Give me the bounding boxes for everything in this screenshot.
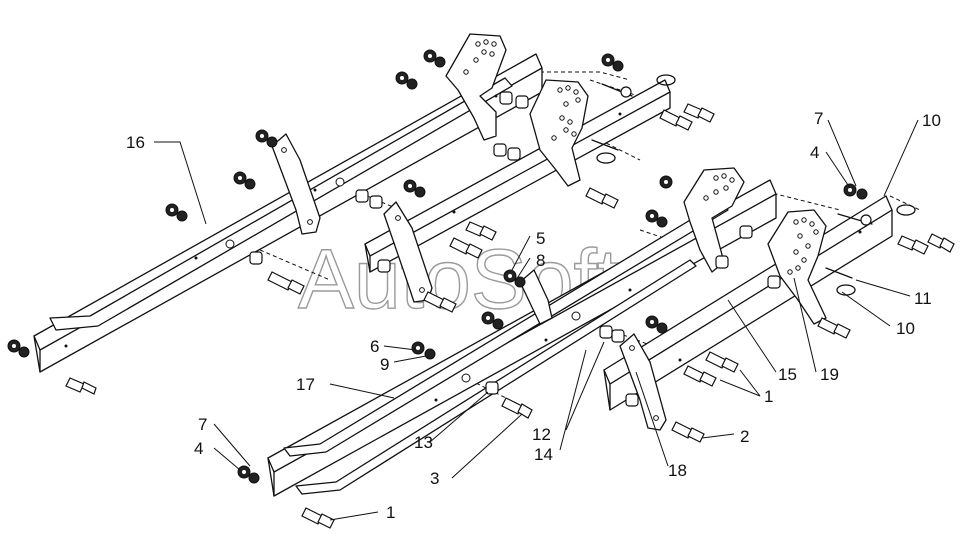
callout-1-right: 1 (764, 387, 773, 406)
nut (656, 216, 668, 228)
bolt (817, 317, 851, 339)
bolt (705, 351, 739, 373)
bolt (301, 507, 335, 529)
bracket-8 (519, 269, 553, 325)
plate-upper-left (445, 33, 507, 141)
bolt (65, 377, 97, 395)
plate-19 (767, 209, 827, 325)
nut (237, 465, 251, 479)
bolt (683, 103, 715, 123)
nuts (7, 49, 868, 484)
callout-7-right: 7 (814, 109, 823, 128)
nut (244, 178, 256, 190)
callout-7-left: 7 (198, 415, 207, 434)
bolt (585, 187, 619, 209)
nut (424, 348, 436, 360)
nut (423, 49, 437, 63)
nut (414, 186, 426, 198)
pins (591, 74, 916, 296)
bolt (449, 237, 483, 259)
nut (233, 171, 247, 185)
bolt (683, 365, 717, 387)
nut (503, 269, 517, 283)
bolt (927, 233, 955, 253)
callout-15: 15 (778, 365, 797, 384)
pin (591, 139, 619, 164)
callout-labels: 16 17 15 19 18 14 13 12 5 8 6 9 7 4 7 4 … (126, 109, 941, 522)
callout-8: 8 (536, 251, 545, 270)
nut (492, 318, 504, 330)
nut (514, 276, 526, 288)
callout-4-right: 4 (810, 143, 819, 162)
nut (406, 78, 418, 90)
nut (843, 183, 857, 197)
bushings (249, 91, 781, 407)
callout-12: 12 (532, 425, 551, 444)
bolt (465, 221, 497, 241)
nut (645, 315, 659, 329)
bolt (659, 109, 693, 131)
plate-upper-middle (529, 79, 589, 187)
bolt (671, 421, 705, 443)
bracket-18 (619, 333, 667, 431)
nut (395, 71, 409, 85)
nut (656, 322, 668, 334)
nut (645, 209, 659, 223)
callout-11: 11 (914, 289, 932, 308)
callout-4-left: 4 (194, 439, 203, 458)
callout-14: 14 (534, 445, 553, 464)
bracket-left-small (271, 133, 321, 235)
callout-18: 18 (668, 461, 687, 480)
callout-5: 5 (536, 229, 545, 248)
pin (601, 74, 676, 98)
callout-2: 2 (740, 427, 749, 446)
nut (434, 56, 446, 68)
pin (837, 204, 916, 226)
bolts (65, 103, 955, 529)
nut (601, 53, 615, 67)
nut (411, 341, 425, 355)
plate-lower-middle (683, 167, 745, 273)
callout-3: 3 (430, 469, 439, 488)
callout-10-top: 10 (922, 111, 941, 130)
nut (856, 188, 868, 200)
callout-17: 17 (296, 375, 315, 394)
bolt (267, 271, 305, 295)
nut (18, 346, 30, 358)
bolt (423, 291, 457, 313)
nut (7, 339, 21, 353)
beam-17 (267, 179, 777, 497)
nut (165, 203, 179, 217)
nut (659, 175, 673, 189)
nut (176, 210, 188, 222)
callout-10-bottom: 10 (896, 319, 915, 338)
bolt (501, 397, 533, 419)
callout-16: 16 (126, 133, 145, 152)
bolt (897, 235, 929, 255)
leader-lines (154, 119, 919, 521)
nut (403, 179, 417, 193)
callout-6: 6 (370, 337, 379, 356)
callout-13: 13 (414, 433, 433, 452)
callout-9: 9 (380, 355, 389, 374)
callout-19: 19 (820, 365, 839, 384)
nut (481, 311, 495, 325)
nut (612, 60, 624, 72)
nut (266, 136, 278, 148)
nut (255, 129, 269, 143)
nut (248, 472, 260, 484)
beam-16 (33, 53, 543, 373)
callout-1-bottom: 1 (386, 503, 395, 522)
